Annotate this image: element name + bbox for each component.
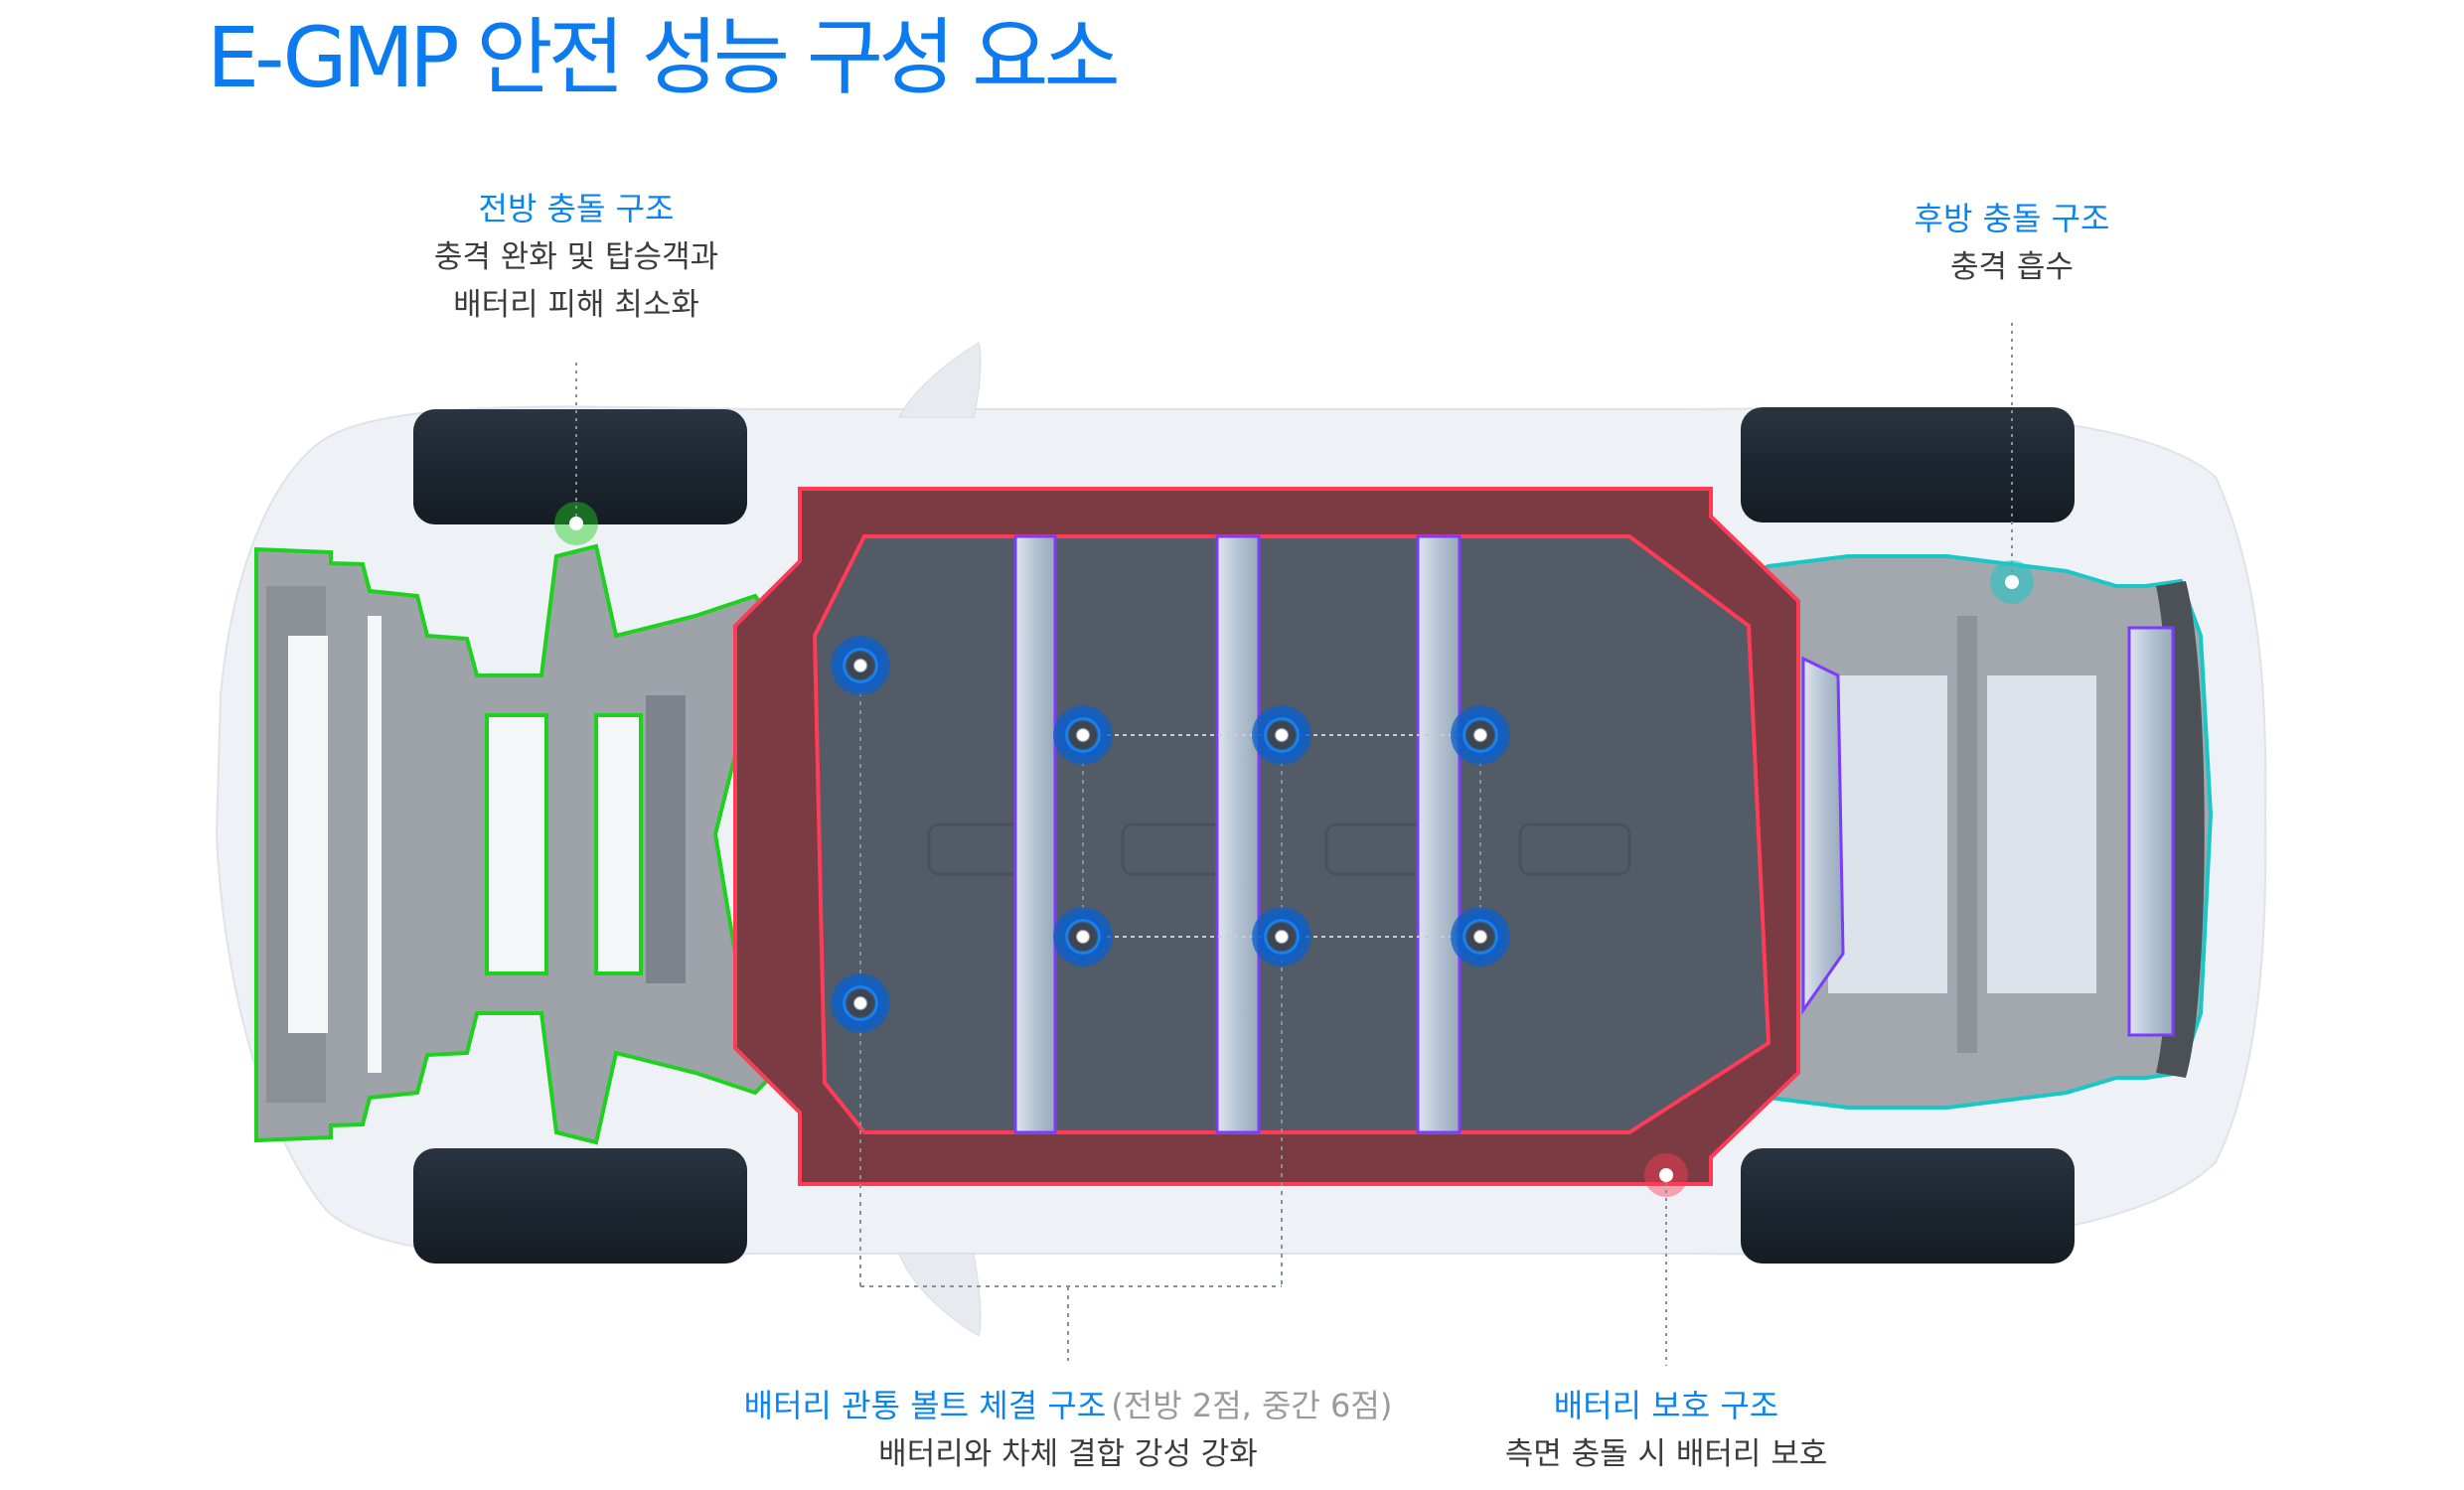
- callout-rear-crash: 후방 충돌 구조 충격 흡수: [1813, 194, 2211, 291]
- callout-front-line2: 배터리 피해 최소화: [453, 287, 699, 323]
- tire-rear-left: [1741, 407, 2075, 522]
- callout-rear-heading: 후방 충돌 구조: [1914, 200, 2110, 237]
- bolt-mid-3: [1451, 705, 1510, 765]
- tires: [413, 407, 2075, 1264]
- bolt-mid-6: [1451, 907, 1510, 967]
- bolt-mid-4: [1053, 907, 1113, 967]
- bolt-front-1: [831, 636, 890, 695]
- callout-leader-lines: [575, 323, 2013, 1366]
- callout-front-crash: 전방 충돌 구조 충격 완화 및 탑승객과 배터리 피해 최소화: [378, 184, 775, 329]
- bolt-mid-2: [1252, 705, 1311, 765]
- tire-front-left: [413, 409, 747, 524]
- callout-bolts-note: (전방 2점, 중간 6점): [1111, 1387, 1393, 1424]
- cross-beam-2: [1215, 534, 1261, 1134]
- callout-battery-protection: 배터리 보호 구조 측면 충돌 시 배터리 보호: [1467, 1381, 1865, 1478]
- bolt-front-2: [831, 973, 890, 1033]
- callout-bolts-line1: 배터리와 차체 결합 강성 강화: [878, 1436, 1258, 1472]
- callout-bolts-heading: 배터리 관통 볼트 체결 구조: [743, 1387, 1107, 1424]
- cross-beam-1: [1013, 534, 1057, 1134]
- callout-rear-line1: 충격 흡수: [1950, 249, 2074, 285]
- tire-front-right: [413, 1148, 747, 1264]
- callout-front-heading: 전방 충돌 구조: [478, 190, 675, 227]
- battery-pack: [812, 534, 1771, 1134]
- callout-front-line1: 충격 완화 및 탑승객과: [433, 239, 719, 275]
- cross-beam-3: [1416, 534, 1462, 1134]
- callout-protection-heading: 배터리 보호 구조: [1553, 1387, 1779, 1424]
- bolt-mid-5: [1252, 907, 1311, 967]
- front-crash-structure: [254, 502, 788, 1145]
- battery-bolts: [831, 636, 1510, 1033]
- tire-rear-right: [1741, 1148, 2075, 1264]
- callout-protection-line1: 측면 충돌 시 배터리 보호: [1504, 1436, 1828, 1472]
- page-title: E-GMP 안전 성능 구성 요소: [207, 9, 1121, 106]
- bolt-guide-lines-bottom: [859, 666, 1481, 1361]
- bolt-mid-1: [1053, 705, 1113, 765]
- callout-battery-bolts: 배터리 관통 볼트 체결 구조 (전방 2점, 중간 6점) 배터리와 차체 결…: [671, 1381, 1465, 1478]
